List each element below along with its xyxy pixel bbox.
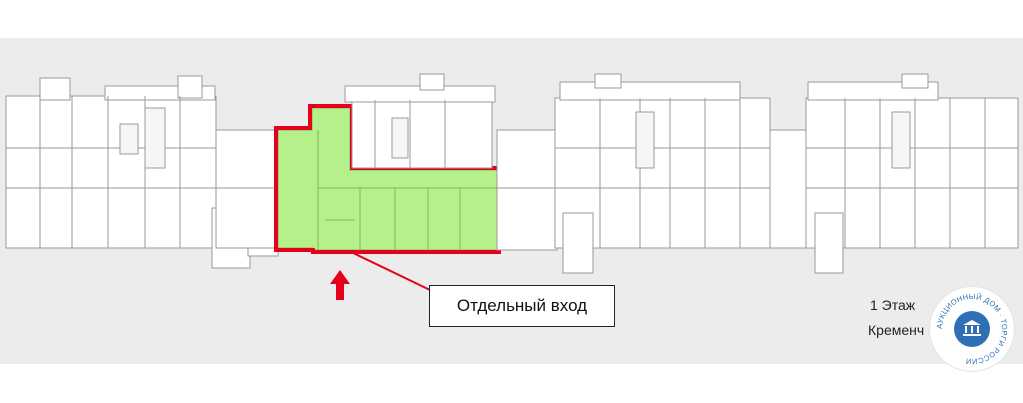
- building-section-far-east: [805, 73, 1019, 274]
- auction-house-seal: АУКЦИОННЫЙ ДОМ · ТОРГИ РОССИИ: [929, 286, 1015, 372]
- floor-plan-drawing: [0, 38, 1023, 300]
- building-label: Кременч: [868, 322, 925, 338]
- callout-pointer: [348, 250, 431, 291]
- callout-label: Отдельный вход: [456, 296, 588, 315]
- separate-entrance-callout: Отдельный вход: [429, 285, 615, 327]
- floor-label: 1 Этаж: [870, 297, 916, 313]
- seal-graphic: АУКЦИОННЫЙ ДОМ · ТОРГИ РОССИИ: [935, 292, 1009, 366]
- entrance-arrow: [330, 270, 350, 300]
- building-section-east: [554, 73, 771, 274]
- building-section-center: [344, 73, 558, 251]
- floor-plan: [0, 38, 1023, 364]
